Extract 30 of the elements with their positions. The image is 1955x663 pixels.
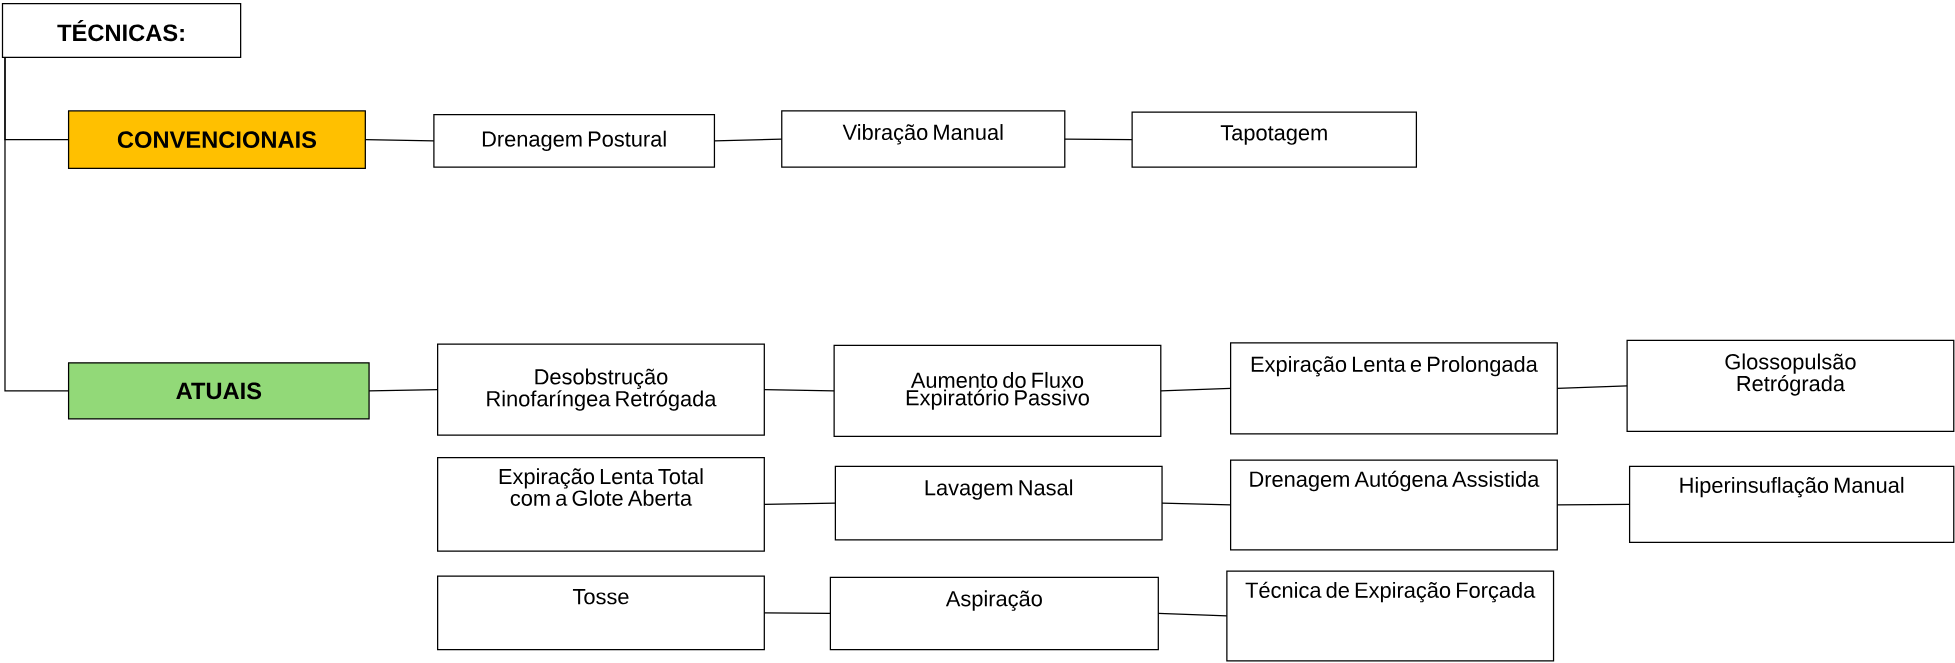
connector-line [1160, 387, 1232, 392]
technique-box: Aumento do Fluxo Expiratório Passivo [833, 344, 1162, 437]
technique-box: Expiração Lenta Total com a Glote Aberta [437, 456, 765, 552]
connector-line [763, 388, 835, 392]
connector-line [1556, 385, 1628, 389]
heading-box: TÉCNICAS: [1, 2, 242, 58]
technique-box: Vibração Manual [781, 110, 1066, 168]
technique-box: Lavagem Nasal [834, 465, 1163, 541]
connector-line [4, 56, 70, 392]
connector-line [763, 502, 836, 505]
connector-line [1064, 138, 1133, 141]
connector-line [1556, 503, 1631, 506]
technique-box: Técnica de Expiração Forçada [1226, 570, 1555, 662]
technique-box: Aspiração [829, 576, 1159, 651]
technique-box: Glossopulsão Retrógrada [1626, 339, 1955, 432]
technique-box: Drenagem Postural [433, 113, 716, 168]
connector-line [713, 138, 783, 142]
connector-line [364, 138, 435, 142]
connector-line [1161, 502, 1232, 506]
technique-box: Tosse [437, 575, 765, 651]
technique-box: Hiperinsuflação Manual [1628, 465, 1955, 543]
connector-line [763, 612, 831, 614]
category-box: CONVENCIONAIS [67, 110, 366, 169]
technique-box: Expiração Lenta e Prolongada [1230, 342, 1558, 435]
connector-line [368, 388, 439, 392]
technique-box: Tapotagem [1131, 111, 1417, 168]
category-box: ATUAIS [67, 362, 370, 420]
technique-box: Desobstrução Rinofaríngea Retrógada [437, 343, 765, 436]
connector-line [1157, 612, 1228, 617]
technique-box: Drenagem Autógena Assistida [1230, 459, 1558, 551]
